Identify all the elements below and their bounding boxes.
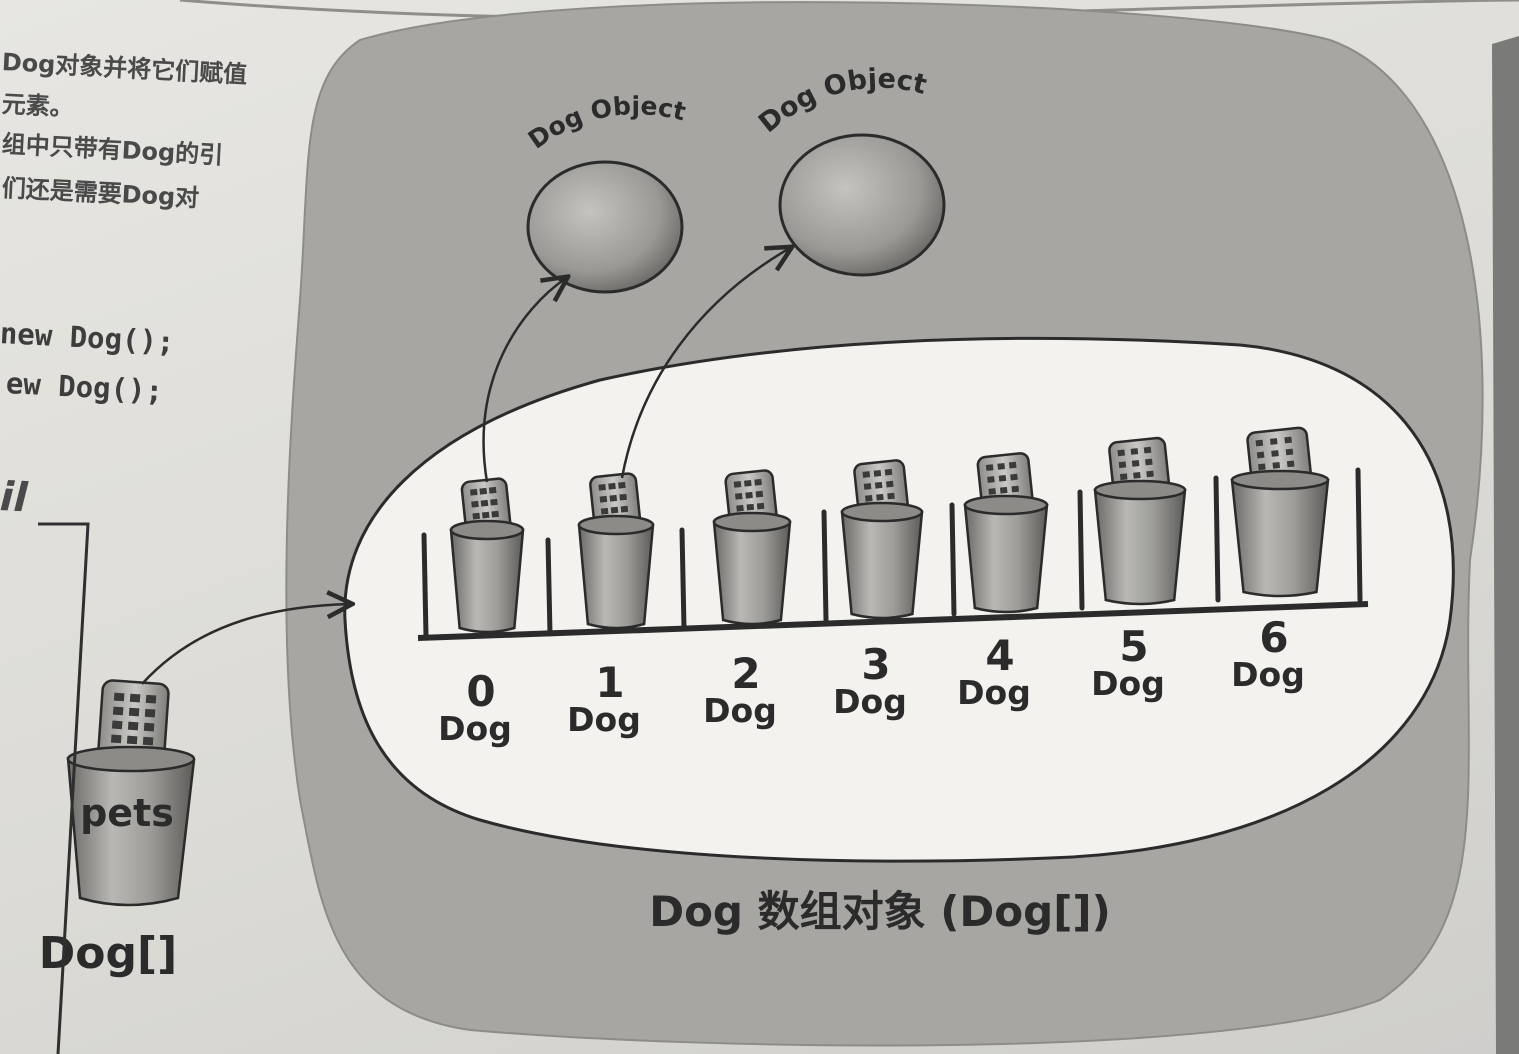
page-edge-strip xyxy=(1492,36,1519,1054)
array-element-type-3: Dog xyxy=(833,682,907,721)
pets-reference-cup: pets Dog[] xyxy=(39,679,196,979)
array-index-5: 5 xyxy=(1119,622,1148,671)
array-slot-3 xyxy=(840,459,924,620)
array-element-type-5: Dog xyxy=(1091,664,1165,703)
cup-icon xyxy=(1093,488,1187,606)
dog-object-1 xyxy=(778,133,946,277)
array-slot-0 xyxy=(449,477,525,634)
array-index-labels: 0 1 2 3 4 5 6 xyxy=(466,613,1288,716)
slot-divider xyxy=(421,532,429,639)
cup-icon xyxy=(577,523,655,630)
pets-label: pets xyxy=(80,791,174,835)
slot-divider xyxy=(821,509,829,623)
reference-arrow-slot-0 xyxy=(482,278,566,483)
array-index-2: 2 xyxy=(731,649,760,698)
array-slot-4 xyxy=(963,452,1049,614)
dog-object-0 xyxy=(526,160,684,294)
array-caption: Dog 数组对象 (Dog[]) xyxy=(649,887,1111,936)
array-element-type-0: Dog xyxy=(438,709,512,748)
cup-icon xyxy=(963,503,1049,614)
array-slot-2 xyxy=(712,469,792,626)
slot-divider xyxy=(1213,475,1221,603)
margin-box-line xyxy=(38,522,90,1054)
array-rail xyxy=(417,601,1369,641)
array-element-type-6: Dog xyxy=(1231,655,1305,694)
pets-remote-buttons xyxy=(110,692,157,746)
array-element-type-1: Dog xyxy=(567,700,641,739)
array-element-type-2: Dog xyxy=(703,691,777,730)
array-index-1: 1 xyxy=(595,658,624,707)
slot-divider xyxy=(1355,467,1363,603)
slot-divider xyxy=(679,527,687,631)
pets-type-label: Dog[] xyxy=(39,928,177,979)
array-slot-6 xyxy=(1230,426,1330,598)
cup-icon xyxy=(1230,478,1330,598)
slot-divider xyxy=(949,502,957,617)
cup-icon xyxy=(712,520,792,626)
reference-arrow-slot-1 xyxy=(620,248,790,479)
array-index-0: 0 xyxy=(466,667,495,716)
slot-divider xyxy=(1077,489,1085,611)
array-slots xyxy=(421,426,1363,639)
array-slot-1 xyxy=(577,472,655,630)
cup-icon xyxy=(449,528,525,634)
array-slot-5 xyxy=(1093,436,1187,606)
array-element-type-4: Dog xyxy=(957,673,1031,712)
array-index-6: 6 xyxy=(1259,613,1288,662)
array-index-3: 3 xyxy=(861,640,890,689)
slot-divider xyxy=(545,537,553,637)
pets-reference-arrow xyxy=(141,604,350,685)
array-index-4: 4 xyxy=(985,631,1014,680)
cup-icon xyxy=(840,510,924,620)
